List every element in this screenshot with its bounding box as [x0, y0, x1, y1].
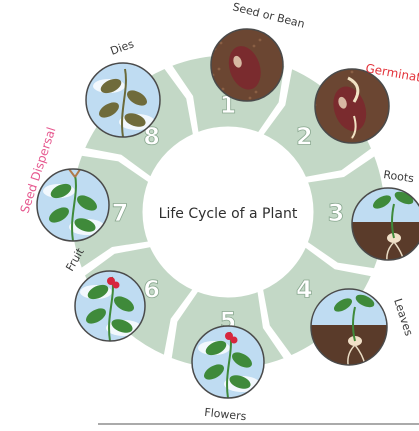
sprouting-bean-icon [314, 68, 390, 144]
diagram-title: Life Cycle of a Plant [159, 206, 298, 222]
cycle-segment-4 [259, 243, 376, 359]
dying-plant-icon [85, 62, 161, 138]
stage-number-6: 6 [143, 275, 160, 303]
stage-number-3: 3 [328, 199, 345, 227]
stage-label-1: Seed or Bean [231, 0, 306, 30]
stage-label-3: Roots [383, 168, 415, 185]
flowering-plant-icon [191, 325, 265, 399]
seed-dispersal-plant-icon [36, 168, 110, 242]
center-circle [146, 130, 310, 294]
stage-label-5: Flowers [204, 406, 248, 423]
stage-number-7: 7 [112, 199, 129, 227]
stage-number-2: 2 [296, 123, 313, 151]
fruiting-plant-icon [74, 270, 146, 342]
roots-icon [351, 187, 419, 261]
bean-icon [210, 28, 284, 102]
stage-label-4: Leaves [391, 297, 415, 338]
seedling-leaves-icon [310, 288, 388, 366]
stage-label-8: Dies [109, 37, 136, 58]
cycle-segment-2 [259, 64, 375, 181]
stage-icons [36, 28, 419, 399]
stage-number-8: 8 [143, 123, 160, 151]
stage-number-4: 4 [296, 275, 313, 303]
